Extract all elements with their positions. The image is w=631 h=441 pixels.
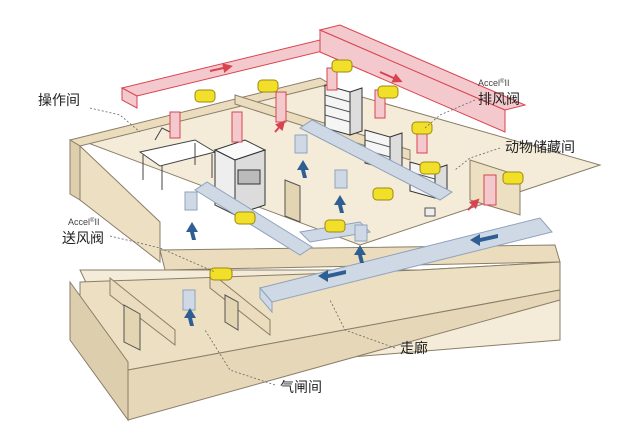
door-icon [424, 207, 436, 217]
exhaust-valve [194, 59, 524, 185]
airflow-arrow-icon [184, 160, 498, 326]
door-icon [284, 179, 301, 223]
supply-valve [209, 187, 394, 281]
svg-text:Accel®II: Accel®II [68, 217, 99, 227]
label-animal-storage: 动物储藏间 [505, 140, 575, 156]
door-icon [123, 304, 141, 351]
door-icon [224, 294, 239, 331]
animal-rack-icon [324, 84, 363, 136]
label-control-room: 操作间 [38, 93, 80, 109]
label-exhaust-brand: Accel®II [478, 78, 509, 88]
svg-text:Accel®II: Accel®II [478, 78, 509, 88]
airflow-arrow-icon [209, 63, 480, 211]
label-supply-brand: Accel®II [68, 217, 99, 227]
label-supply-valve: 送风阀 [62, 231, 104, 247]
label-exhaust-valve: 排风阀 [478, 92, 520, 108]
lab-bench-icon [138, 127, 217, 190]
leader-lines [89, 99, 501, 386]
label-airlock: 气闸间 [280, 380, 322, 396]
label-corridor: 走廊 [400, 340, 428, 357]
